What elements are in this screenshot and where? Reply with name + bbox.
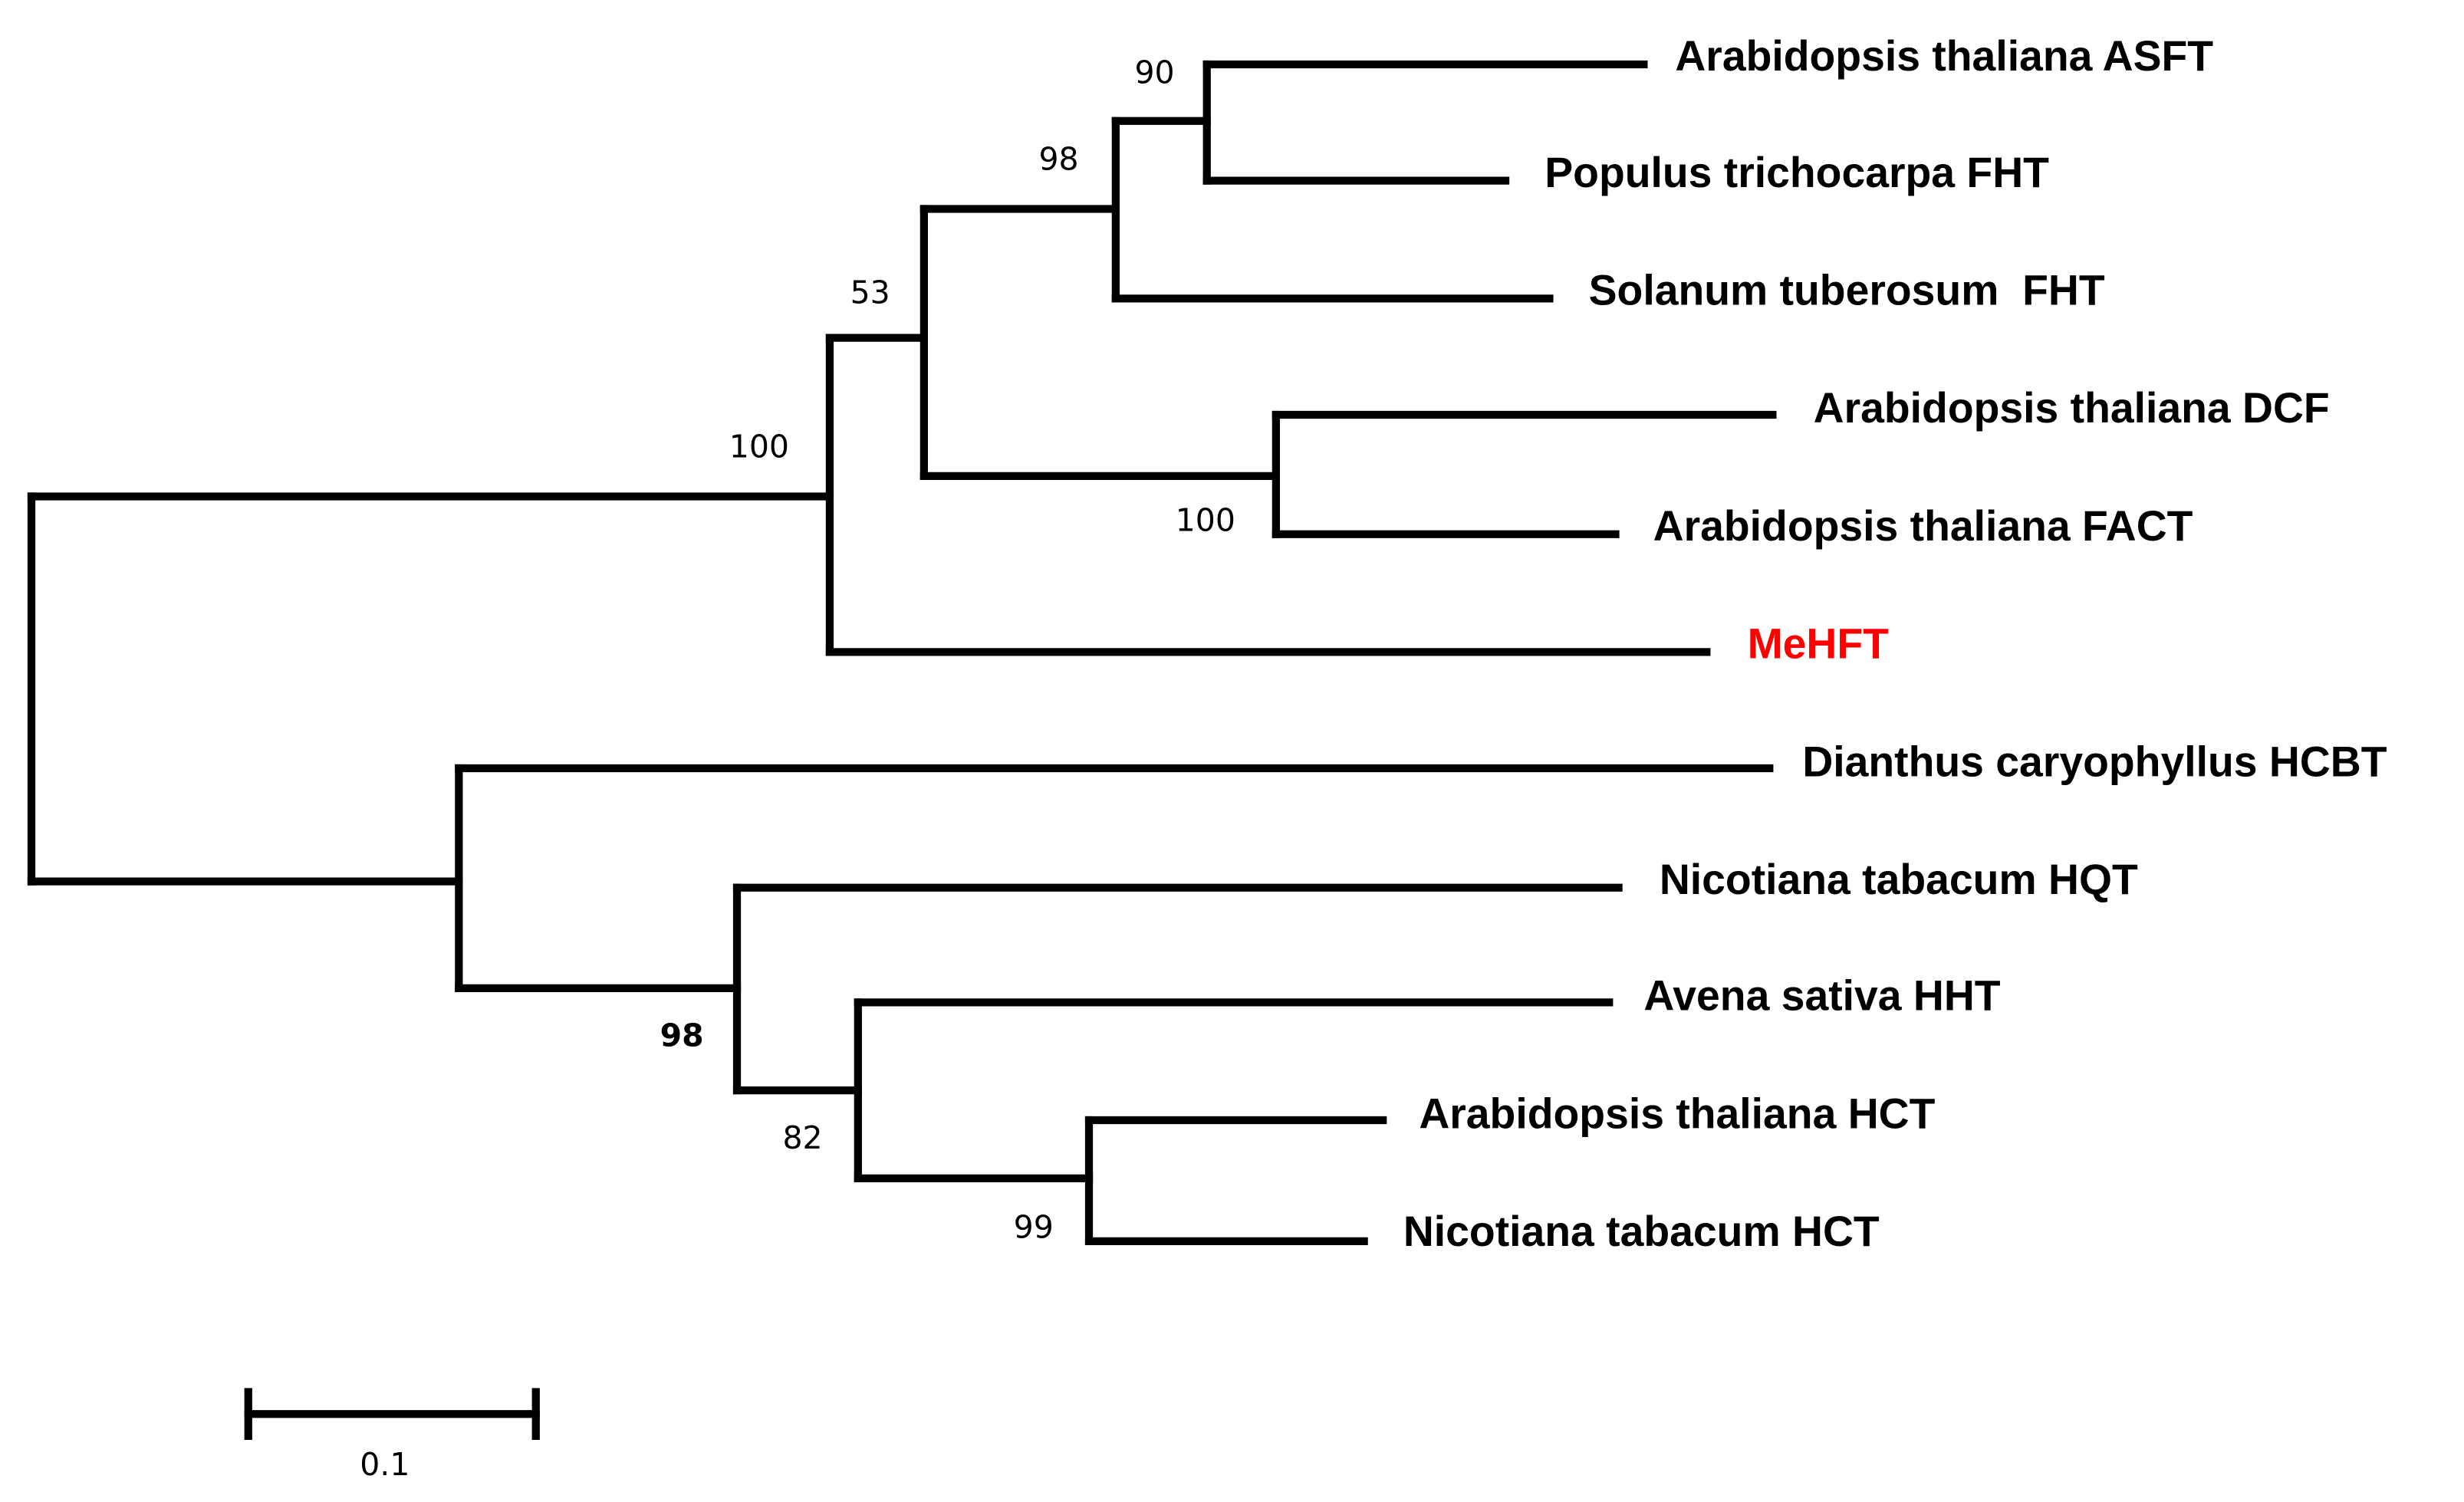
taxon-label-athct: Arabidopsis thaliana HCT: [1419, 1090, 1935, 1137]
support-value: 90: [1134, 54, 1174, 91]
support-values: 90 98 53 100 100 98 82 99: [660, 54, 1235, 1246]
taxon-label-asft: Arabidopsis thaliana ASFT: [1675, 32, 2213, 80]
support-value: 99: [1014, 1209, 1054, 1246]
taxon-label-nthct: Nicotiana tabacum HCT: [1403, 1208, 1880, 1255]
support-value: 98: [660, 1017, 704, 1054]
support-value: 100: [729, 428, 789, 465]
taxon-label-hqt: Nicotiana tabacum HQT: [1660, 856, 2138, 903]
taxon-label-hht: Avena sativa HHT: [1643, 972, 2000, 1020]
tree-branches: [27, 60, 1777, 1245]
support-value: 82: [782, 1119, 822, 1156]
taxon-label-dcf: Arabidopsis thaliana DCF: [1814, 384, 2330, 432]
scale-bar-label: 0.1: [360, 1446, 410, 1483]
taxon-labels: Arabidopsis thaliana ASFT Populus tricho…: [1403, 32, 2387, 1255]
scale-bar: 0.1: [244, 1388, 540, 1483]
support-value: 98: [1038, 140, 1078, 177]
taxon-label-stfht: Solanum tuberosum FHT: [1589, 267, 2105, 314]
taxon-label-fact: Arabidopsis thaliana FACT: [1653, 502, 2193, 550]
taxon-label-hcbt: Dianthus caryophyllus HCBT: [1802, 738, 2387, 785]
taxon-label-ptfht: Populus trichocarpa FHT: [1545, 149, 2049, 196]
taxon-label-mehft: MeHFT: [1748, 620, 1890, 668]
support-value: 100: [1176, 502, 1235, 539]
support-value: 53: [850, 274, 890, 311]
